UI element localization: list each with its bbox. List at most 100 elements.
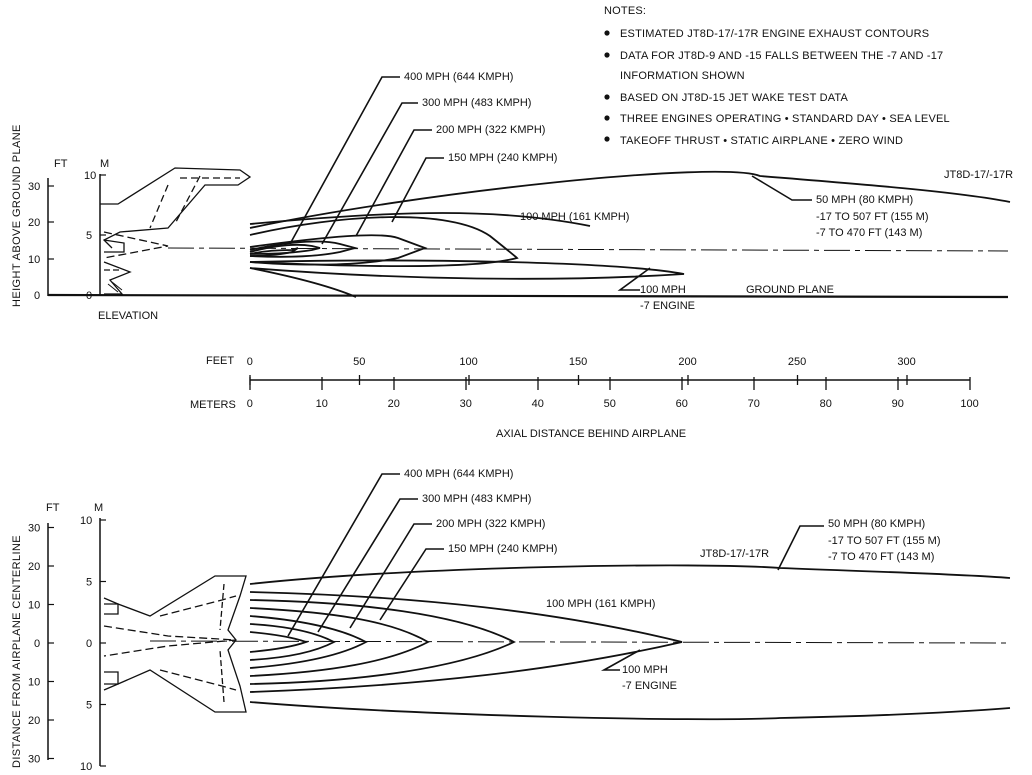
feet-tick-label: 150 [569, 356, 587, 368]
note-item: DATA FOR JT8D-9 AND -15 FALLS BETWEEN TH… [620, 50, 943, 62]
plan-contour-200mph [249, 615, 368, 669]
leader-300 [321, 102, 418, 245]
leader-50 [751, 175, 812, 201]
plan-contour-100mph [249, 599, 517, 685]
elevation-y-axis-title: HEIGHT ABOVE GROUND PLANE [11, 124, 23, 307]
label-7-engine: -7 ENGINE [640, 300, 695, 312]
contour-lower [249, 267, 357, 298]
meter-tick-label: 60 [676, 398, 688, 410]
elevation-view: HEIGHT ABOVE GROUND PLANE FT M 30 20 10 … [11, 71, 1013, 322]
plan-label-50mph: 50 MPH (80 KMPH) [828, 518, 925, 530]
plan-m-ticks: 10 5 0 5 10 [80, 515, 106, 773]
note-item: ESTIMATED JT8D-17/-17R ENGINE EXHAUST CO… [620, 28, 929, 40]
plan-ft-tick-label: 30 [28, 523, 40, 535]
meters-label: METERS [190, 399, 236, 411]
label-100mph: 100 MPH (161 KMPH) [520, 211, 629, 223]
plan-label-150mph: 150 MPH (240 KMPH) [448, 543, 557, 555]
elevation-engine-label: JT8D-17/-17R [944, 169, 1013, 181]
plan-label-50mph-7: -7 TO 470 FT (143 M) [828, 551, 934, 563]
plan-leader-200 [349, 523, 432, 629]
airplane-side-icon [100, 167, 252, 295]
plan-m-tick-label: 10 [80, 761, 92, 773]
note-item: THREE ENGINES OPERATING • STANDARD DAY •… [620, 113, 950, 125]
elevation-ft-tick: 20 [28, 217, 40, 229]
contour-100mph [249, 216, 519, 267]
feet-tick-label: 250 [788, 356, 806, 368]
plan-ft-unit: FT [46, 502, 60, 514]
meter-tick-label: 30 [460, 398, 472, 410]
plan-leader-150 [379, 548, 444, 621]
elevation-centerline [167, 247, 1009, 252]
ground-plane-label: GROUND PLANE [746, 284, 834, 296]
note-item: TAKEOFF THRUST • STATIC AIRPLANE • ZERO … [620, 135, 903, 147]
plan-m-tick-label: 5 [86, 577, 92, 589]
meter-tick-label: 50 [604, 398, 616, 410]
plan-ft-tick-label: 10 [28, 600, 40, 612]
scale-axis-title: AXIAL DISTANCE BEHIND AIRPLANE [496, 428, 686, 440]
elevation-m-tick: 5 [86, 230, 92, 242]
contour-400mph [249, 247, 299, 257]
elevation-ft-tick: 10 [28, 254, 40, 266]
plan-engine-label: JT8D-17/-17R [700, 548, 769, 560]
plan-contour-150mph [249, 607, 430, 677]
meter-tick-label: 80 [820, 398, 832, 410]
plan-contour-50mph [249, 564, 1011, 585]
plan-label-300mph: 300 MPH (483 KMPH) [422, 493, 531, 505]
bullet-icon [604, 94, 610, 100]
label-200mph: 200 MPH (322 KMPH) [436, 124, 545, 136]
label-50mph-7: -7 TO 470 FT (143 M) [816, 227, 922, 239]
feet-tick-label: 300 [897, 356, 915, 368]
plan-label-400mph: 400 MPH (644 KMPH) [404, 468, 513, 480]
note-item: BASED ON JT8D-15 JET WAKE TEST DATA [620, 92, 849, 104]
plan-m-tick-label: 10 [80, 515, 92, 527]
label-100mph-e: 100 MPH [640, 284, 686, 296]
leader-200 [355, 129, 432, 237]
plan-leader-300 [317, 498, 418, 633]
plan-m-tick-label: 5 [86, 700, 92, 712]
meter-tick-label: 0 [247, 398, 253, 410]
bullet-icon [604, 136, 610, 142]
contour-50mph [249, 170, 1011, 229]
plan-view: DISTANCE FROM AIRPLANE CENTERLINE FT M 3… [11, 468, 1011, 773]
plan-contour-300mph [249, 623, 336, 661]
plan-contour-50mph-lower [249, 701, 1011, 721]
bullet-icon [604, 115, 610, 121]
plan-label-50mph-17: -17 TO 507 FT (155 M) [828, 535, 941, 547]
plan-label-100mph-e: 100 MPH [622, 664, 668, 676]
contour-upper [249, 212, 591, 227]
plan-label-200mph: 200 MPH (322 KMPH) [436, 518, 545, 530]
plan-label-100mph: 100 MPH (161 KMPH) [546, 598, 655, 610]
leader-150 [391, 157, 444, 223]
elevation-m-tick: 10 [84, 170, 96, 182]
plan-m-tick-label: 0 [86, 638, 92, 650]
ground-plane-line [47, 293, 1009, 299]
bullet-icon [604, 30, 610, 36]
elevation-ft-tick: 30 [28, 181, 40, 193]
plan-contour-100mph-7 [249, 591, 683, 693]
plan-contours [249, 564, 1011, 721]
plan-centerline [149, 640, 1009, 644]
plan-leader-50 [777, 525, 824, 571]
meter-tick-label: 10 [316, 398, 328, 410]
notes-title: NOTES: [604, 5, 646, 17]
elevation-ft-unit: FT [54, 158, 68, 170]
contour-300mph [249, 244, 321, 255]
elevation-ft-tick: 0 [34, 290, 40, 302]
feet-tick-label: 0 [247, 356, 253, 368]
elevation-view-label: ELEVATION [98, 310, 158, 322]
meter-tick-label: 70 [748, 398, 760, 410]
plan-contour-400mph [249, 631, 309, 653]
plan-label-7-engine: -7 ENGINE [622, 680, 677, 692]
label-150mph: 150 MPH (240 KMPH) [448, 152, 557, 164]
plan-ft-tick-label: 30 [28, 754, 40, 766]
meter-tick-label: 40 [532, 398, 544, 410]
plan-ft-tick-label: 20 [28, 561, 40, 573]
meter-tick-label: 90 [892, 398, 904, 410]
label-400mph: 400 MPH (644 KMPH) [404, 71, 513, 83]
contour-150mph [249, 234, 428, 266]
label-300mph: 300 MPH (483 KMPH) [422, 97, 531, 109]
meter-tick-label: 20 [388, 398, 400, 410]
